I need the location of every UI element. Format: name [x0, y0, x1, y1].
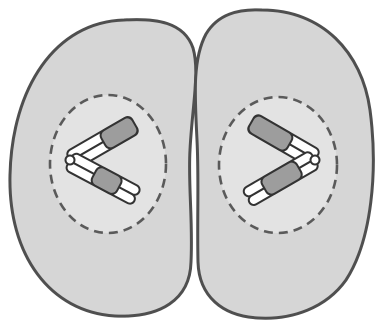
right-centromere [311, 156, 320, 165]
left-centromere [66, 156, 75, 165]
right-nuclear-region [219, 97, 337, 233]
